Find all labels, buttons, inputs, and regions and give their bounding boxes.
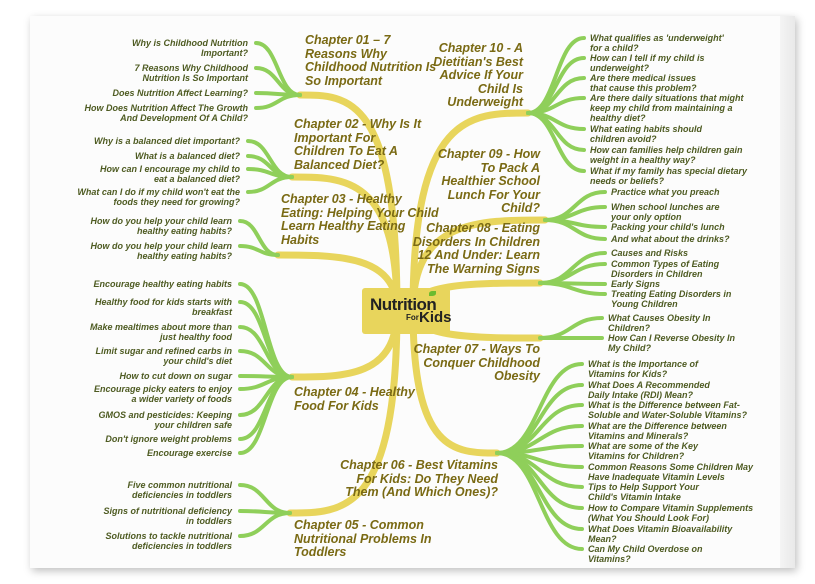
topic-node[interactable]: Can My Child Overdose on Vitamins? bbox=[588, 544, 703, 564]
topic-branch bbox=[526, 36, 586, 115]
logo-for-text: For bbox=[406, 313, 419, 322]
chapter-trunk-branch bbox=[288, 173, 401, 314]
topic-node[interactable]: How do you help your child learn healthy… bbox=[90, 216, 232, 236]
topic-branch bbox=[538, 251, 607, 285]
chapter-node[interactable]: Chapter 05 - Common Nutritional Problems… bbox=[294, 518, 432, 559]
chapter-node[interactable]: Chapter 09 - How To Pack A Healthier Sch… bbox=[437, 147, 540, 215]
chapter-node[interactable]: Chapter 04 - Healthy Food For Kids bbox=[294, 385, 415, 413]
logo-kids-text: Kids bbox=[419, 309, 452, 326]
chapter-node[interactable]: Chapter 10 - A Dietitian's Best Advice I… bbox=[433, 41, 523, 109]
topic-branch bbox=[238, 375, 294, 455]
topic-node[interactable]: What is the Importance of Vitamins for K… bbox=[588, 359, 699, 379]
topic-node[interactable]: What are the Difference between Vitamins… bbox=[588, 421, 727, 441]
topic-node[interactable]: Encourage exercise bbox=[146, 448, 232, 458]
topic-branch bbox=[495, 451, 584, 551]
topic-node[interactable]: What is the Difference between Fat- Solu… bbox=[588, 400, 748, 420]
topic-node[interactable]: Are there daily situations that might ke… bbox=[590, 93, 744, 123]
topic-node[interactable]: How can I tell if my child is underweigh… bbox=[590, 53, 705, 73]
topic-node[interactable]: Make mealtimes about more than just heal… bbox=[89, 322, 232, 342]
topic-node[interactable]: Does Nutrition Affect Learning? bbox=[112, 88, 248, 98]
topic-node[interactable]: Don't ignore weight problems bbox=[105, 434, 232, 444]
topic-node[interactable]: How to cut down on sugar bbox=[119, 371, 233, 381]
center-logo-node[interactable]: Nutrition For Kids bbox=[362, 288, 452, 334]
topic-branch bbox=[238, 511, 292, 538]
topic-node[interactable]: Tips to Help Support Your Child's Vitami… bbox=[588, 482, 699, 502]
topic-node[interactable]: How do you help your child learn healthy… bbox=[90, 241, 232, 261]
topic-node[interactable]: Causes and Risks bbox=[611, 248, 689, 258]
topic-branch bbox=[526, 96, 586, 115]
chapter-node[interactable]: Chapter 06 - Best Vitamins For Kids: Do … bbox=[340, 458, 498, 499]
topic-branch bbox=[238, 483, 292, 515]
chapter-node[interactable]: Chapter 02 - Why Is It Important For Chi… bbox=[294, 117, 422, 172]
topic-branch bbox=[246, 175, 294, 194]
chapter-trunk-branch bbox=[409, 306, 501, 457]
chapter-node[interactable]: Chapter 03 - Healthy Eating: Helping You… bbox=[281, 192, 439, 247]
topic-node[interactable]: Healthy food for kids starts with breakf… bbox=[94, 297, 232, 317]
topic-node[interactable]: Solutions to tackle nutritional deficien… bbox=[105, 531, 232, 551]
topic-node[interactable]: What qualifies as 'underweight' for a ch… bbox=[590, 33, 724, 53]
chapter-trunk-branch bbox=[296, 91, 401, 314]
topic-node[interactable]: Packing your child's lunch bbox=[611, 222, 725, 232]
chapter-node[interactable]: Chapter 07 - Ways To Conquer Childhood O… bbox=[413, 342, 540, 383]
topic-branch bbox=[254, 93, 302, 110]
topic-node[interactable]: Signs of nutritional deficiency in toddl… bbox=[103, 506, 232, 526]
topic-node[interactable]: GMOS and pesticides: Keeping your childr… bbox=[98, 410, 232, 430]
topic-node[interactable]: Treating Eating Disorders in Young Child… bbox=[611, 289, 732, 309]
topic-node[interactable]: What is a balanced diet? bbox=[134, 151, 240, 161]
topic-branch bbox=[538, 316, 604, 340]
topic-branch bbox=[495, 383, 584, 455]
topic-branch bbox=[543, 205, 607, 222]
topic-node[interactable]: Limit sugar and refined carbs in your ch… bbox=[95, 346, 232, 366]
topic-node[interactable]: How Can I Reverse Obesity In My Child? bbox=[608, 333, 736, 353]
topic-node[interactable]: Are there medical issues that cause this… bbox=[590, 73, 697, 93]
chapter-trunk-branch bbox=[409, 109, 532, 314]
topic-node[interactable]: Encourage picky eaters to enjoy a wider … bbox=[93, 384, 232, 404]
chapter-node[interactable]: Chapter 08 - Eating Disorders In Childre… bbox=[412, 221, 540, 276]
topic-node[interactable]: How can families help children gain weig… bbox=[590, 145, 743, 165]
topic-node[interactable]: How can I encourage my child to eat a ba… bbox=[99, 164, 240, 184]
topic-node[interactable]: When school lunches are your only option bbox=[611, 202, 720, 222]
topic-node[interactable]: Common Types of Eating Disorders in Chil… bbox=[611, 259, 720, 279]
chapter-trunk-branch bbox=[286, 306, 401, 517]
topic-node[interactable]: Common Reasons Some Children May Have In… bbox=[588, 462, 754, 482]
topic-branch bbox=[495, 451, 584, 531]
topic-branch bbox=[538, 281, 607, 296]
topic-branch bbox=[238, 375, 294, 441]
topic-node[interactable]: What Does A Recommended Daily Intake (RD… bbox=[588, 380, 710, 400]
topic-node[interactable]: Why is Childhood Nutrition Important? bbox=[132, 38, 248, 58]
chapter-node[interactable]: Chapter 01 – 7 Reasons Why Childhood Nut… bbox=[305, 33, 437, 88]
topic-node[interactable]: How to Compare Vitamin Supplements (What… bbox=[588, 503, 754, 523]
topic-node[interactable]: Early Signs bbox=[611, 279, 661, 289]
topic-branch bbox=[543, 218, 607, 241]
topic-node[interactable]: What are some of the Key Vitamins for Ch… bbox=[588, 441, 699, 461]
logo-text: Nutrition bbox=[370, 295, 437, 314]
topic-node[interactable]: How Does Nutrition Affect The Growth And… bbox=[84, 103, 249, 123]
topic-node[interactable]: What can I do if my child won't eat the … bbox=[77, 187, 240, 207]
topic-node[interactable]: Why is a balanced diet important? bbox=[93, 136, 240, 146]
topic-node[interactable]: What Does Vitamin Bioavailability Mean? bbox=[588, 524, 733, 544]
topic-branch bbox=[238, 244, 280, 257]
topic-node[interactable]: Encourage healthy eating habits bbox=[93, 279, 232, 289]
topic-node[interactable]: What eating habits should children avoid… bbox=[590, 124, 702, 144]
topic-node[interactable]: Five common nutritional deficiencies in … bbox=[127, 480, 232, 500]
sheet-edge bbox=[780, 16, 795, 568]
topic-node[interactable]: 7 Reasons Why Childhood Nutrition Is So … bbox=[134, 63, 248, 83]
topic-branch bbox=[526, 111, 586, 173]
topic-node[interactable]: What Causes Obesity In Children? bbox=[608, 313, 711, 333]
topic-node[interactable]: Practice what you preach bbox=[611, 187, 720, 197]
topic-node[interactable]: What if my family has special dietary ne… bbox=[590, 166, 748, 186]
apple-leaf-icon bbox=[429, 291, 436, 296]
topic-node[interactable]: And what about the drinks? bbox=[611, 234, 730, 244]
